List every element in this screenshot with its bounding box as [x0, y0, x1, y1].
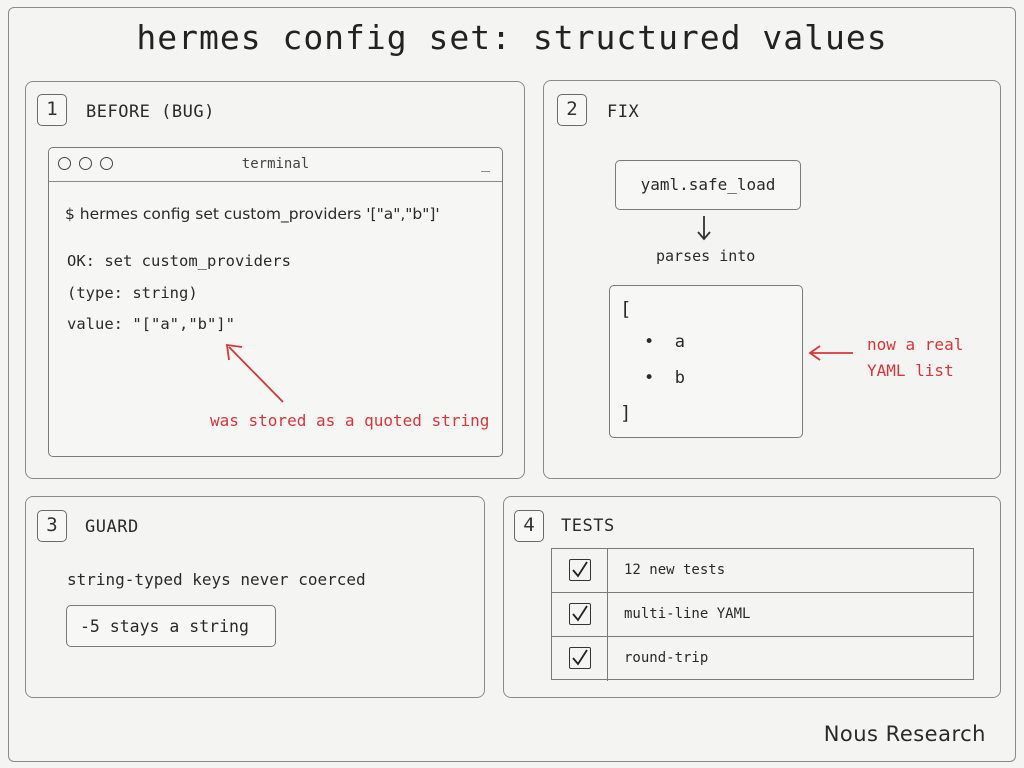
bullet-icon: •	[644, 332, 655, 352]
panel-guard-number: 3	[37, 510, 67, 542]
table-row: 12 new tests	[552, 549, 973, 593]
guard-example-box: -5 stays a string	[66, 605, 276, 647]
list-close-bracket: ]	[620, 402, 632, 424]
parses-into-label: parses into	[656, 247, 756, 265]
window-dot-icon	[79, 157, 92, 170]
checked-checkbox-icon[interactable]	[569, 647, 591, 669]
page-title: hermes config set: structured values	[136, 18, 888, 57]
panel-tests	[503, 496, 1001, 698]
list-item: • b	[644, 368, 685, 388]
panel-fix-number: 2	[557, 94, 587, 126]
bug-annotation: was stored as a quoted string	[210, 411, 490, 430]
bullet-icon: •	[644, 368, 655, 388]
panel-tests-title: TESTS	[561, 516, 615, 536]
checkbox-cell	[552, 549, 608, 592]
terminal-output-line: value: "["a","b"]"	[67, 315, 235, 333]
terminal-window: terminal _ $ hermes config set custom_pr…	[48, 147, 503, 457]
footer-brand: Nous Research	[823, 722, 986, 746]
guard-description: string-typed keys never coerced	[67, 570, 366, 589]
guard-example: -5 stays a string	[80, 617, 249, 636]
panel-fix-title: FIX	[607, 102, 640, 122]
panel-guard-title: GUARD	[85, 517, 139, 537]
panel-before-title: BEFORE (BUG)	[86, 102, 215, 122]
table-row: round-trip	[552, 637, 973, 681]
window-dot-icon	[58, 157, 71, 170]
checked-checkbox-icon[interactable]	[569, 603, 591, 625]
terminal-output-line: OK: set custom_providers	[67, 252, 291, 270]
test-label: round-trip	[624, 650, 709, 666]
terminal-title: terminal	[241, 156, 310, 172]
terminal-titlebar: terminal _	[49, 148, 502, 182]
terminal-command: $ hermes config set custom_providers '["…	[65, 205, 440, 223]
list-open-bracket: [	[620, 298, 632, 320]
checkbox-cell	[552, 637, 608, 681]
terminal-output-line: (type: string)	[67, 284, 198, 302]
window-dot-icon	[100, 157, 113, 170]
panel-before-number: 1	[37, 94, 67, 126]
table-row: multi-line YAML	[552, 593, 973, 637]
list-item-label: a	[674, 332, 685, 352]
checkbox-cell	[552, 593, 608, 636]
yaml-list-box: [ • a • b ]	[609, 285, 803, 438]
fix-annotation-line2: YAML list	[867, 361, 954, 380]
panel-guard	[25, 496, 485, 698]
test-label: multi-line YAML	[624, 606, 751, 622]
fix-annotation-line1: now a real	[867, 335, 964, 354]
list-item: • a	[644, 332, 685, 352]
checked-checkbox-icon[interactable]	[569, 559, 591, 581]
safe-load-box: yaml.safe_load	[615, 160, 801, 210]
safe-load-label: yaml.safe_load	[640, 175, 776, 194]
minimize-icon: _	[480, 154, 490, 172]
list-item-label: b	[674, 368, 685, 388]
tests-table: 12 new tests multi-line YAML round-trip	[551, 548, 974, 681]
panel-tests-number: 4	[514, 510, 544, 542]
test-label: 12 new tests	[624, 562, 726, 578]
